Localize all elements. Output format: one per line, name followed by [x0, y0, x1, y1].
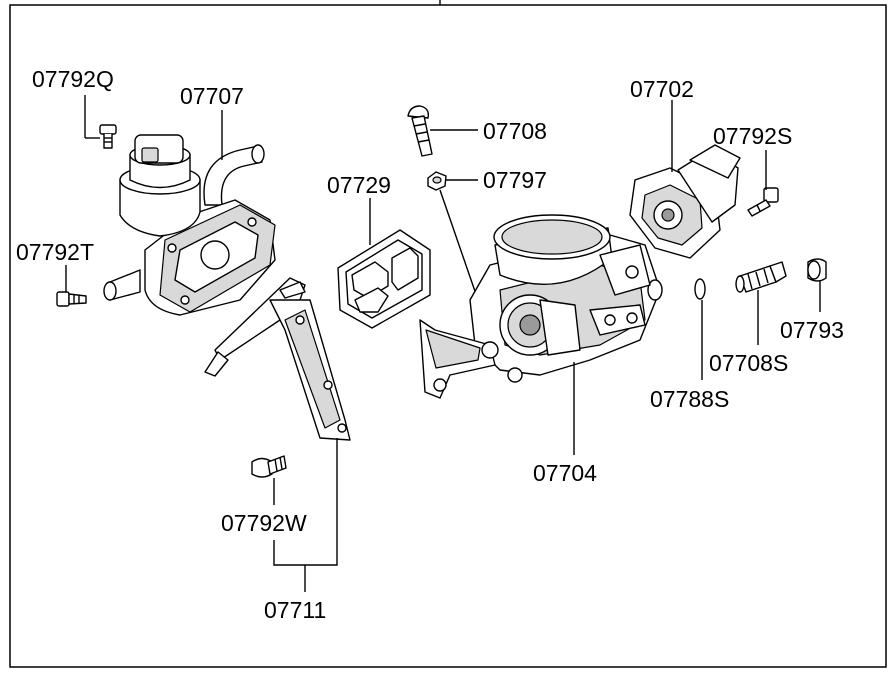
part-07729-gasket[interactable]: [337, 229, 431, 329]
label-07707[interactable]: 07707: [180, 83, 244, 109]
part-07708-screw[interactable]: [407, 105, 433, 157]
part-07792s-screw[interactable]: [747, 187, 779, 217]
part-07793-cap[interactable]: [807, 258, 827, 282]
part-07788s-o-ring[interactable]: [694, 278, 706, 300]
label-07792s[interactable]: 07792S: [713, 123, 792, 149]
label-07788s[interactable]: 07788S: [650, 386, 729, 412]
part-07702-throttle-position-sensor[interactable]: [629, 144, 741, 259]
part-07797-nut[interactable]: [427, 171, 447, 191]
label-07729[interactable]: 07729: [327, 172, 391, 198]
label-07708s[interactable]: 07708S: [709, 350, 788, 376]
label-07704[interactable]: 07704: [533, 460, 597, 486]
part-07792t-bolt[interactable]: [56, 291, 87, 307]
label-07792w[interactable]: 07792W: [221, 510, 307, 536]
part-07711-bracket[interactable]: [204, 277, 351, 441]
label-07792q[interactable]: 07792Q: [32, 66, 114, 92]
label-07702[interactable]: 07702: [630, 76, 694, 102]
label-07793[interactable]: 07793: [780, 317, 844, 343]
label-07708[interactable]: 07708: [483, 118, 547, 144]
label-07792t[interactable]: 07792T: [16, 239, 94, 265]
diagram-frame: [9, 4, 887, 668]
part-07708s-fitting[interactable]: [735, 261, 787, 293]
part-07704-throttle-body[interactable]: [419, 214, 663, 399]
part-07707-valve-assembly[interactable]: [103, 134, 276, 316]
label-07797[interactable]: 07797: [483, 167, 547, 193]
leader-07797-down: [439, 189, 479, 301]
part-07792w-bolt[interactable]: [251, 455, 287, 478]
part-07792q-bolt[interactable]: [99, 124, 117, 149]
label-07711[interactable]: 07711: [264, 597, 326, 623]
